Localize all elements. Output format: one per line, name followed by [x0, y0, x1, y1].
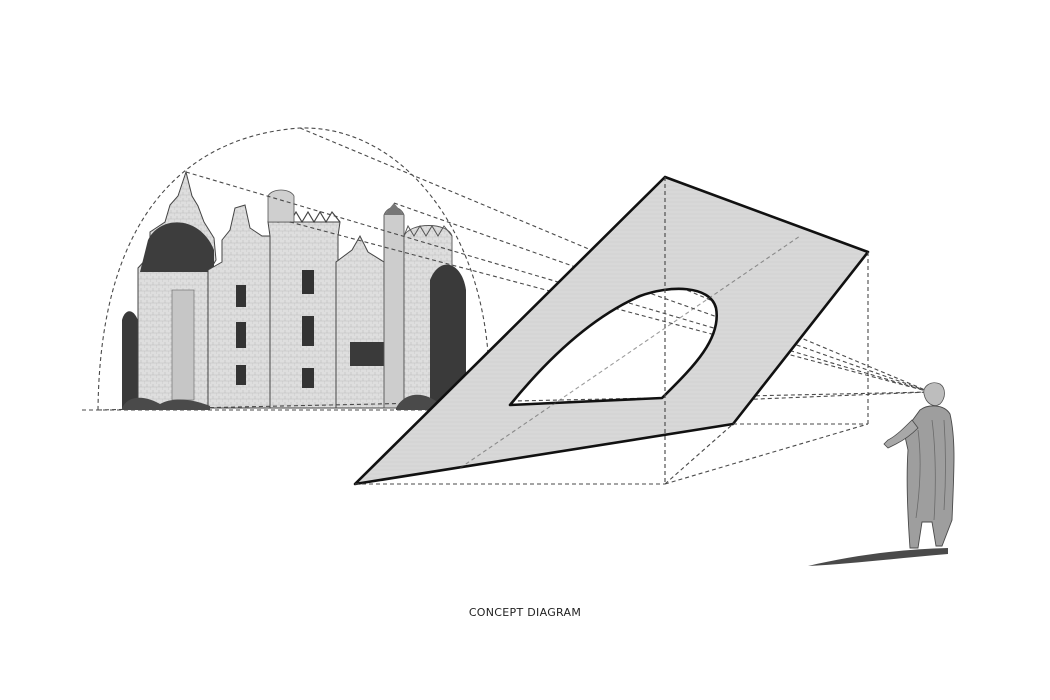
statue-figure	[808, 383, 954, 566]
diagram-caption: CONCEPT DIAGRAM	[0, 606, 1050, 619]
castle-illustration	[122, 172, 466, 410]
